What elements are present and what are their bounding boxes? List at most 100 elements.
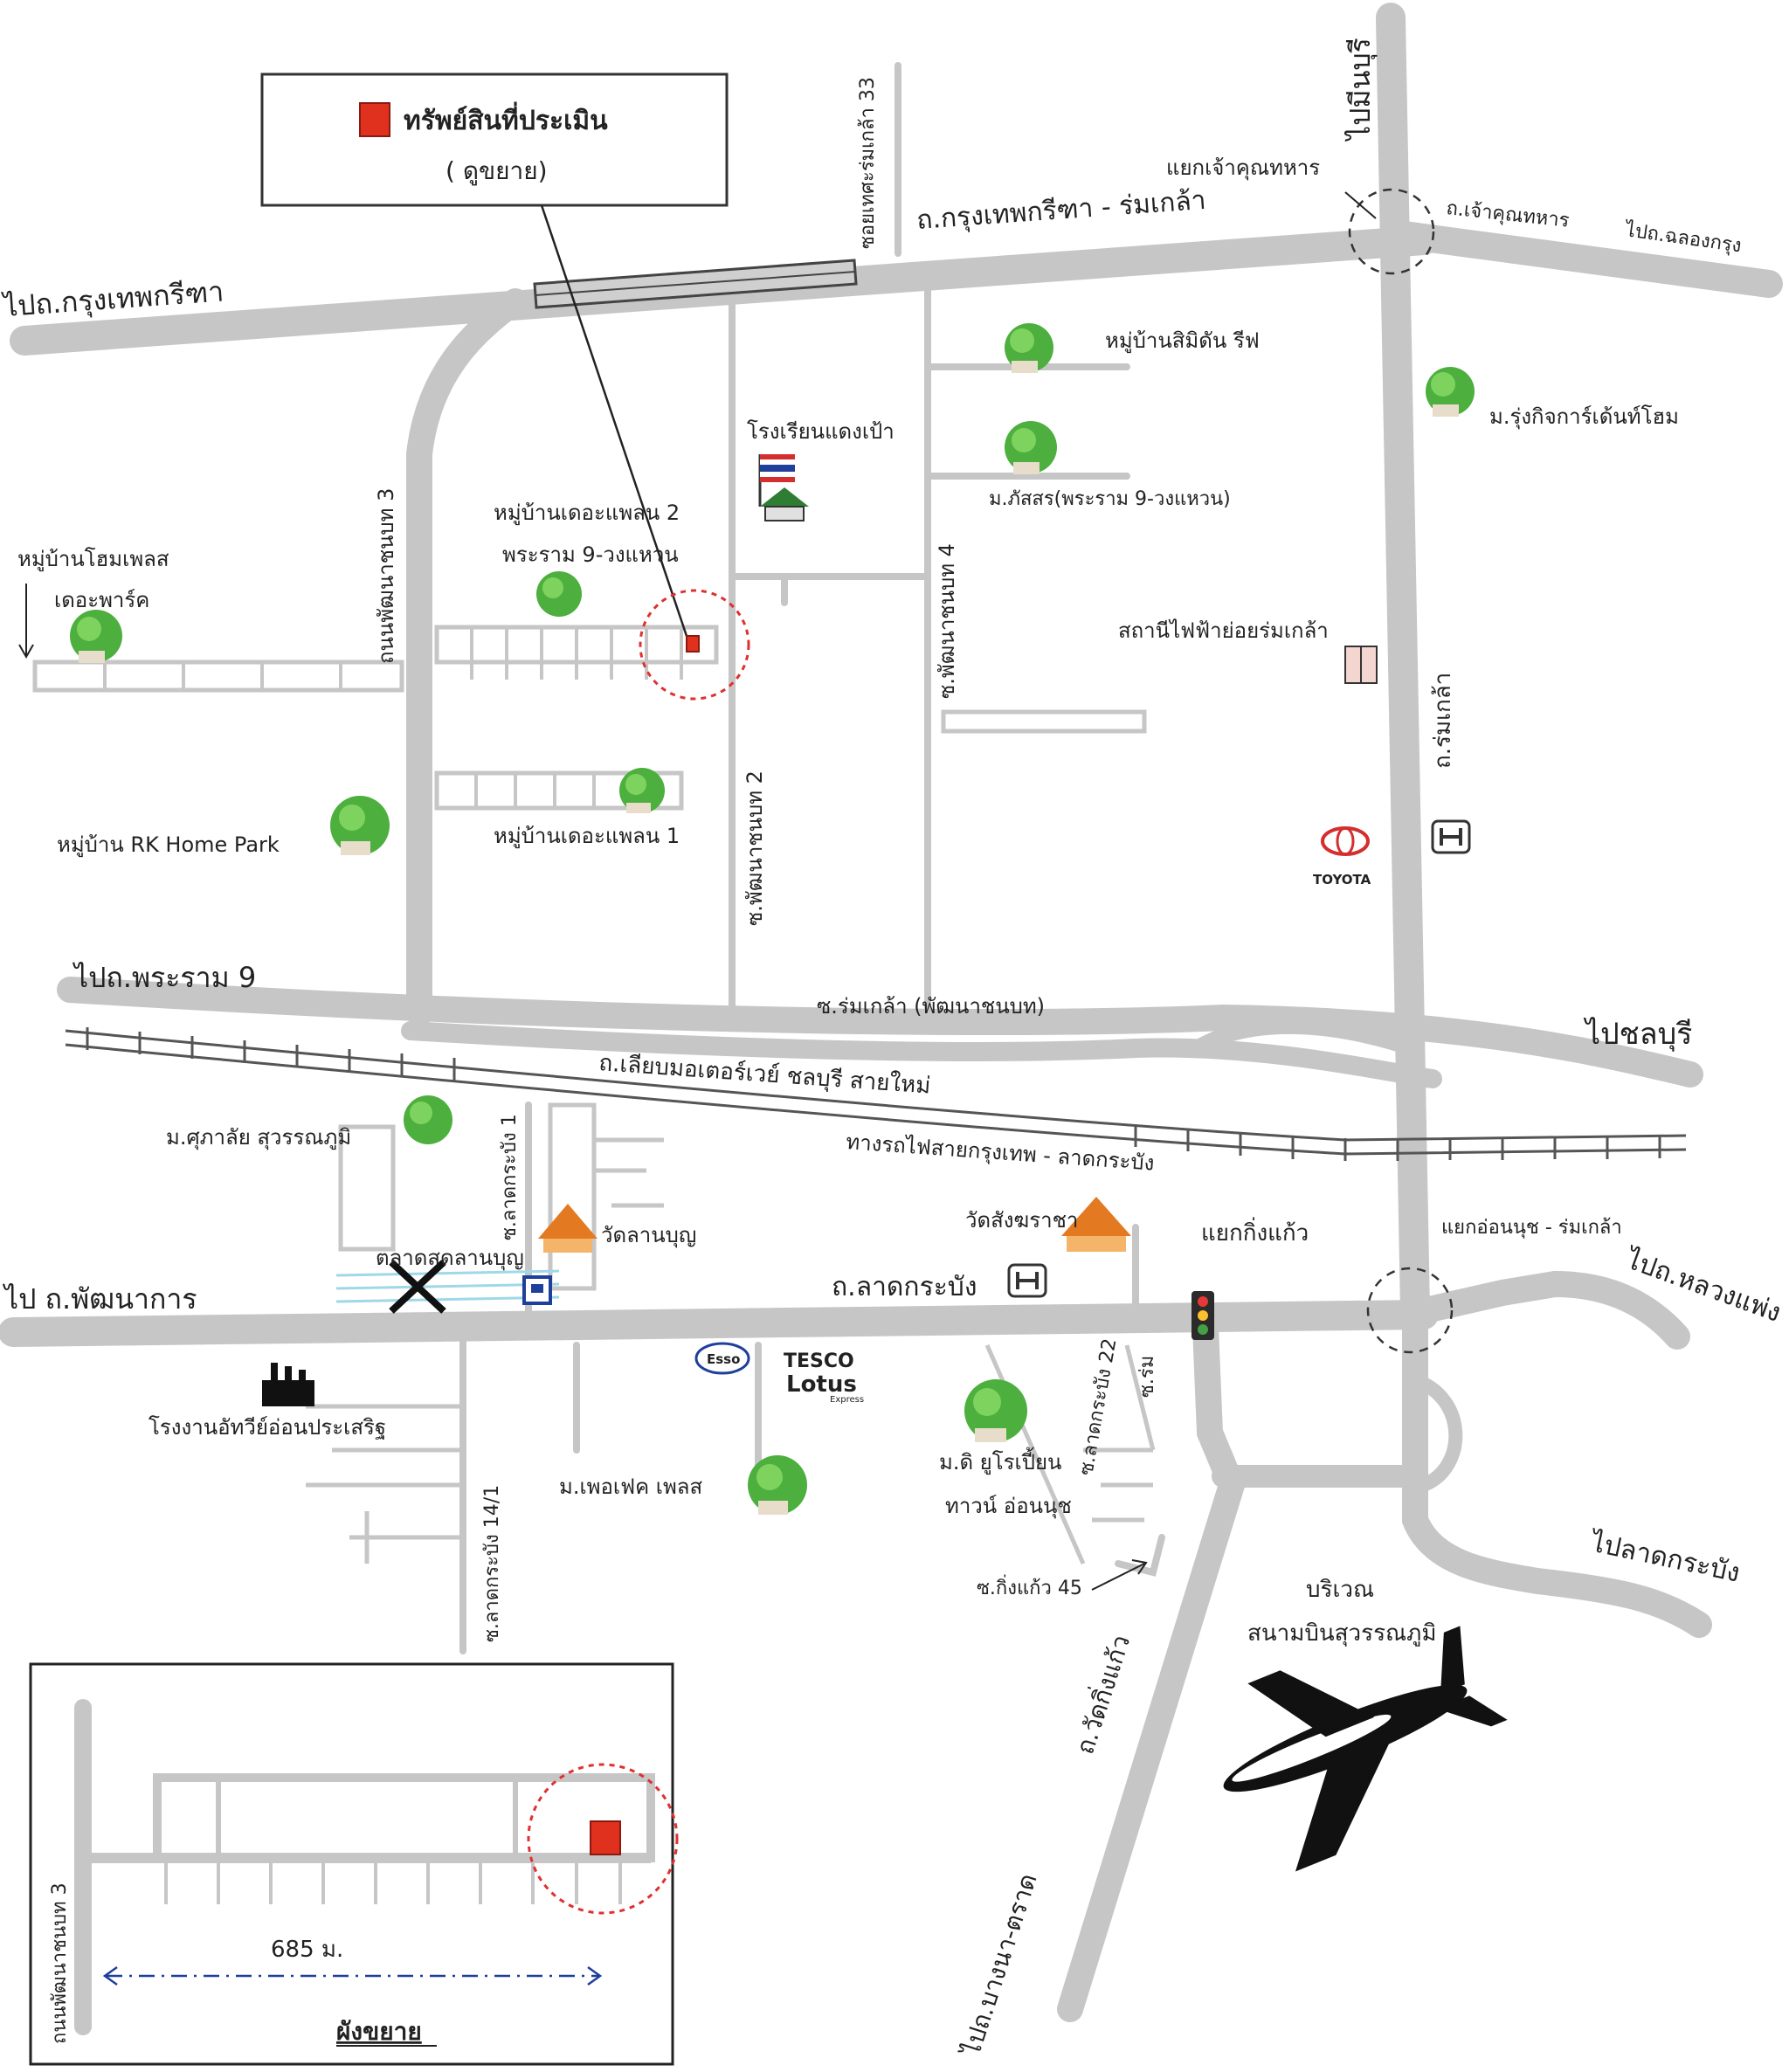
- label-lat-krabang-road: ถ.ลาดกระบัง: [832, 1272, 977, 1302]
- label-krungthep-kreetha-ramkhlao: ถ.กรุงเทพกรีฑา - ร่มเกล้า: [915, 185, 1207, 237]
- label-soi-lat-krabang-14-1: ซ.ลาดกระบัง 14/1: [481, 1485, 503, 1642]
- label-soi-ramkhlao-short: ซ.ร่ม: [1136, 1356, 1158, 1398]
- label-school: โรงเรียนแดงเป้า: [747, 419, 894, 444]
- label-home-place-line1: หมู่บ้านโฮมเพลส: [17, 547, 169, 572]
- road-lat-krabang: [0, 1300, 1439, 1347]
- honda-logo-icon: [1431, 819, 1471, 854]
- inset-road-label: ถนนพัฒนาชนบท 3: [49, 1882, 71, 2044]
- label-airport-line2: สนามบินสุวรรณภูมิ: [1247, 1620, 1436, 1647]
- property-location-icon: [686, 635, 700, 653]
- lotus-label: Lotus: [786, 1371, 857, 1398]
- label-to-bangna-trat: ไปถ.บางนา-ตราด: [957, 1870, 1043, 2061]
- bus-stop-icon: [522, 1275, 552, 1305]
- label-wat-lan-bun: วัดลานบุญ: [601, 1223, 696, 1248]
- label-ramkhlao-road: ถ.ร่มเกล้า: [1430, 673, 1456, 769]
- factory-icon: [262, 1363, 314, 1406]
- temple-icon: [538, 1204, 597, 1253]
- street-block-lat-krabang-1: [548, 1102, 597, 1291]
- label-on-nut-ramkhlao-junction: แยกอ่อนนุช - ร่มเกล้า: [1441, 1217, 1622, 1239]
- street-block-european: [984, 1343, 1156, 1565]
- label-perfect-place: ม.เพอเฟค เพลส: [559, 1475, 702, 1499]
- street-block-plan1-ticks: [474, 773, 596, 808]
- street-block-wat-lan-bun: [594, 1137, 664, 1208]
- label-soi-lat-krabang-22: ซ.ลาดกระบัง 22: [1075, 1336, 1121, 1477]
- label-rungkit: ม.รุ่งกิจการ์เด้นท์โฮม: [1489, 404, 1679, 430]
- label-wat-king-kaeo-road: ถ.วัดกิ่งแก้ว: [1067, 1631, 1136, 1758]
- street-block-soi4: [941, 709, 1147, 734]
- inset-property-icon: [590, 1820, 621, 1855]
- legend-box: [260, 73, 729, 207]
- minor-roads: [32, 62, 1165, 1654]
- junction-on-nut-ramkhlao: [1366, 1267, 1454, 1354]
- pointer-arrows: [18, 191, 1377, 1591]
- legend: ทรัพย์สินที่ประเมิน ( ดูขยาย): [260, 73, 729, 647]
- label-to-rama9: ไปถ.พระราม 9: [72, 961, 256, 994]
- label-lan-bun-market: ตลาดสดลานบุญ: [376, 1246, 524, 1271]
- label-the-plan-1: หมู่บ้านเดอะแพลน 1: [494, 824, 680, 849]
- inset-title: ผังขยาย: [336, 2017, 422, 2046]
- tesco-label: TESCO: [784, 1350, 854, 1372]
- label-soi-ramkhlao-phatthana: ซ.ร่มเกล้า (พัฒนาชนบท): [817, 994, 1045, 1019]
- property-marker-icon: [359, 102, 390, 137]
- market-icon: [389, 1260, 446, 1314]
- street-block-suphalai: [338, 1124, 396, 1252]
- label-chao-khun-thahan-road: ถ.เจ้าคุณทหาร: [1445, 197, 1570, 232]
- legend-zoom-note: ( ดูขยาย): [446, 156, 548, 186]
- inset-distance-label: 685 ม.: [271, 1937, 343, 1963]
- label-to-chalong-krung: ไปถ.ฉลองกรุง: [1622, 218, 1743, 258]
- label-king-kaeo-junction: แยกกิ่งแก้ว: [1201, 1217, 1309, 1247]
- label-home-place-line2: เดอะพาร์ค: [54, 588, 149, 612]
- road-soi-king-kaeo-45: [1115, 1534, 1165, 1577]
- property-circle: [639, 589, 750, 701]
- label-to-phatthanakan: ไป ถ.พัฒนาการ: [2, 1282, 197, 1316]
- temple-icon: [1061, 1197, 1131, 1252]
- major-roads: [0, 3, 1783, 2022]
- label-soi-phatthana-4: ซ.พัฒนาชนบท 4: [935, 543, 959, 699]
- road-ramkhlao: [1376, 3, 1430, 1325]
- street-block-home-place: [32, 660, 404, 693]
- street-block-lat-krabang-14-1: [306, 1404, 463, 1564]
- esso-label: Esso: [707, 1351, 740, 1367]
- label-phatthana-chonnabot-3: ถนนพัฒนาชนบท 3: [374, 488, 398, 664]
- label-chao-khun-thahan-junction: แยกเจ้าคุณทหาร: [1166, 155, 1320, 181]
- honda-logo-icon: [1007, 1263, 1047, 1298]
- place-labels: หมู่บ้านสิมิดัน รีฟ ม.รุ่งกิจการ์เด้นท์โ…: [17, 328, 1679, 1647]
- street-block-plan2-ticks: [470, 627, 683, 680]
- legend-property-label: ทรัพย์สินที่ประเมิน: [404, 101, 608, 136]
- traffic-light-icon: [1192, 1291, 1214, 1340]
- overpass: [533, 259, 858, 309]
- label-airport-line1: บริเวณ: [1306, 1577, 1374, 1603]
- street-block-plan1: [434, 770, 684, 811]
- label-european-line1: ม.ดิ ยูโรเปี้ยน: [939, 1447, 1061, 1475]
- inset-distance-arrow-left: [102, 1965, 118, 1986]
- road-wat-king-kaeo: [1057, 1315, 1246, 2022]
- inset-property-circle: [527, 1763, 679, 1915]
- toyota-logo-icon: [1321, 826, 1370, 856]
- inset-distance-arrow-right: [587, 1965, 603, 1986]
- label-soi-ramkhlao-33: ซอยเทศะร่มเกล้า 33: [857, 77, 879, 249]
- village-tree-icon: [70, 323, 1475, 1515]
- label-rk-home-park: หมู่บ้าน RK Home Park: [57, 832, 280, 858]
- inset-panel: ถนนพัฒนาชนบท 3 685 ม. ผังขยาย: [29, 1662, 679, 2066]
- substation-icon: [1344, 646, 1378, 684]
- label-soi-king-kaeo-45: ซ.กิ่งแก้ว 45: [977, 1574, 1082, 1599]
- road-chao-khun-thahan: [1384, 220, 1783, 298]
- railway: [65, 1027, 1687, 1161]
- esso-logo-icon: Esso: [694, 1342, 750, 1375]
- school-flag-icon: [758, 454, 809, 521]
- road-motorway-loop: [1189, 1018, 1406, 1056]
- junction-chao-khun-thahan: [1348, 188, 1435, 275]
- label-substation: สถานีไฟฟ้าย่อยร่มเกล้า: [1118, 618, 1329, 643]
- label-to-chonburi: ไปชลบุรี: [1583, 1017, 1692, 1052]
- label-the-plan-2-line2: พระราม 9-วงแหวน: [502, 542, 679, 567]
- label-factory: โรงงานอัทวีย์อ่อนประเสริฐ: [149, 1415, 386, 1440]
- railway-ties: [86, 1027, 1661, 1161]
- label-phatsorn: ม.ภัสสร(พระราม 9-วงแหวน): [989, 488, 1231, 510]
- road-to-lat-krabang: [1402, 1297, 1712, 1638]
- airplane-icon: [1223, 1626, 1508, 1872]
- label-wat-sangkharacha: วัดสังฆราชา: [965, 1208, 1078, 1233]
- legend-pointer: [540, 204, 692, 647]
- label-european-line2: ทาวน์ อ่อนนุช: [945, 1494, 1072, 1519]
- inset-lot-ticks: [164, 1858, 622, 1904]
